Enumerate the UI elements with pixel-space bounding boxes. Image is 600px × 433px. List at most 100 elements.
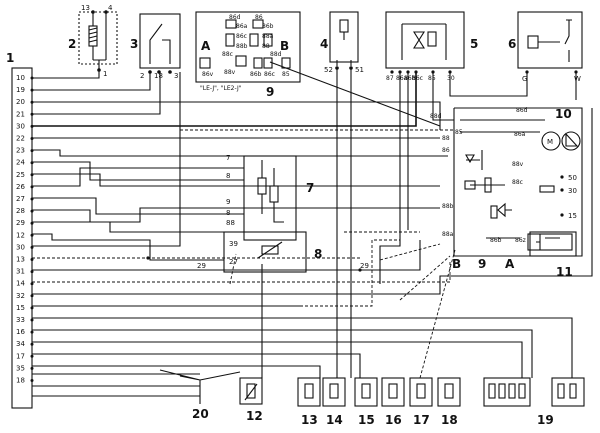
motor-label: M: [547, 138, 553, 146]
connector-pin-17: 14: [16, 280, 25, 288]
connector-pin-dot-22: [30, 342, 34, 346]
component-11-label: 11: [556, 265, 573, 279]
c7-pin-7: 7: [226, 154, 230, 162]
component-6-label: 6: [508, 37, 516, 51]
component-10-label: 10: [555, 107, 572, 121]
relay-88v: 88v: [512, 161, 524, 168]
output-terminals: 50 30 15: [539, 174, 577, 220]
c8-pin-39: 39: [229, 240, 238, 248]
connector-pin-25: 18: [16, 377, 25, 385]
connector-pin-dot-23: [30, 354, 34, 358]
component-15-label: 15: [358, 413, 375, 427]
c5-pin-87: 87: [386, 75, 394, 82]
c7-pin-8: 8: [226, 172, 230, 180]
component-9-label: 9: [478, 257, 486, 271]
legend-86b-2: 86b: [250, 71, 262, 78]
connector-pin-8: 25: [16, 171, 25, 179]
relay-b-label: B: [452, 257, 461, 271]
c5-pin-86b: 86b: [404, 75, 416, 82]
legend-86c: 86c: [236, 33, 247, 40]
c2-pin-13: 13: [81, 4, 90, 12]
connector-pin-labels: 1019202130222324252627282912301331143215…: [16, 74, 34, 385]
c2-pin-1: 1: [103, 70, 107, 78]
connector-pin-22: 34: [16, 340, 25, 348]
component-5-label: 5: [470, 37, 478, 51]
component-5-relay: 5 87 86a 86b 86c 85 30: [385, 11, 478, 82]
component-16-label: 16: [385, 413, 402, 427]
component-16-sensor: 16: [381, 377, 405, 427]
c3-pin-2: 2: [140, 72, 144, 80]
connector-pin-6: 23: [16, 147, 25, 155]
component-8-block: 8 39 27: [223, 231, 322, 273]
component-15-sensor: 15: [354, 377, 378, 427]
component-20-label: 20: [192, 407, 209, 421]
connector-pin-13: 12: [16, 231, 25, 239]
connector-pin-dot-14: [30, 245, 34, 249]
relay-86d: 86d: [516, 107, 528, 114]
component-8-label: 8: [314, 247, 322, 261]
connector-pin-15: 13: [16, 256, 25, 264]
legend-88b: 88b: [236, 43, 248, 50]
ecu-connector: 1 10192021302223242526272829123013311432…: [6, 51, 34, 409]
output-30: 30: [568, 187, 577, 195]
c3-pin-3: 3: [174, 72, 178, 80]
component-1-label: 1: [6, 51, 14, 65]
c8-pin-27: 27: [229, 258, 238, 266]
legend-b: B: [280, 39, 289, 53]
output-50: 50: [568, 174, 577, 182]
relay-86: 86: [442, 147, 450, 154]
connector-pin-18: 32: [16, 292, 25, 300]
component-11-battery: 11: [529, 231, 577, 279]
c7-pin-8b: 8: [226, 209, 230, 217]
component-14-label: 14: [326, 413, 343, 427]
component-9-legend-label: 9: [266, 85, 274, 99]
component-13-sensor: 13: [297, 377, 321, 427]
connector-pin-1: 19: [16, 86, 25, 94]
legend-88a: 88a: [262, 33, 274, 40]
legend-86d: 86d: [229, 14, 241, 21]
component-4-sensor: 4 52 51: [320, 11, 364, 74]
relay-88b: 88b: [442, 203, 454, 210]
component-17-label: 17: [413, 413, 430, 427]
connector-pin-11: 28: [16, 207, 25, 215]
wire-label-29b: 29: [360, 262, 369, 270]
connector-pin-16: 31: [16, 268, 25, 276]
main-relay-9: 86d 88d 85 86a 88 86 88v 88c 88b 88a 86b…: [430, 107, 583, 271]
component-10-motor: M 10: [541, 107, 581, 151]
legend-88c: 88c: [222, 51, 233, 58]
connector-pin-24: 35: [16, 364, 25, 372]
legend-88v: 88v: [224, 69, 236, 76]
c5-pin-85: 85: [428, 75, 436, 82]
c5-pin-86a: 86a: [396, 75, 408, 82]
c7-pin-88: 88: [226, 219, 235, 227]
connector-pin-14: 30: [16, 243, 25, 251]
component-3-label: 3: [130, 37, 138, 51]
component-19-label: 19: [537, 413, 554, 427]
connector-pin-dot-24: [30, 366, 34, 370]
component-18-sensor: 18: [437, 377, 461, 427]
legend-86a: 86a: [236, 23, 248, 30]
legend-86c-2: 86c: [264, 71, 275, 78]
c6-pin-w: W: [574, 75, 581, 83]
legend-86v: 86v: [202, 71, 214, 78]
connector-pin-10: 27: [16, 195, 25, 203]
component-7-block: 7 7 8 9 8 88: [226, 154, 314, 241]
connector-pin-3: 21: [16, 110, 25, 118]
connector-pin-dot-20: [30, 318, 34, 322]
relay-86a: 86a: [514, 131, 526, 138]
connector-pin-23: 17: [16, 352, 25, 360]
relay-legend: 86d 86 86a 86b 86c 88a 88b 88 88c 88d 86…: [195, 11, 301, 99]
connector-pin-9: 26: [16, 183, 25, 191]
c2-pin-4: 4: [108, 4, 113, 12]
connector-pin-dot-17: [30, 282, 34, 286]
component-4-label: 4: [320, 37, 328, 51]
connector-pin-7: 24: [16, 159, 25, 167]
c6-pin-g: G: [522, 75, 527, 83]
relay-88a: 88a: [442, 231, 454, 238]
component-13-label: 13: [301, 413, 318, 427]
c5-pin-86c: 86c: [412, 75, 423, 82]
c7-pin-9: 9: [226, 198, 230, 206]
connector-pin-4: 30: [16, 122, 25, 130]
